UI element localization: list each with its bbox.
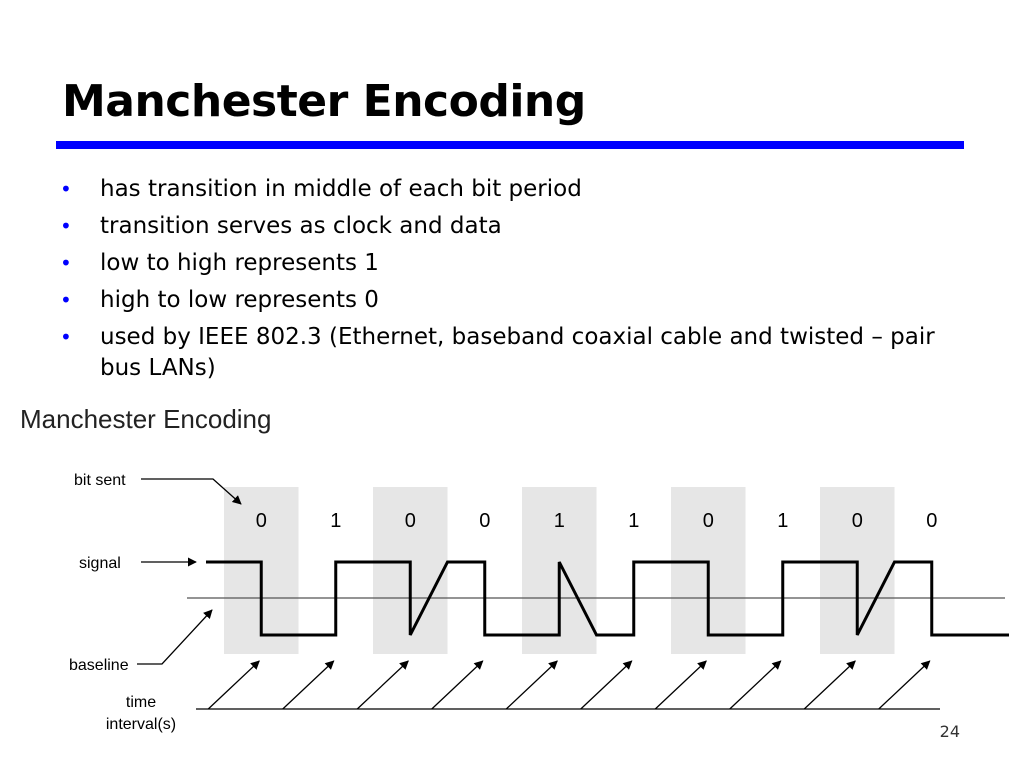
baseline-pointer (137, 609, 213, 665)
time-interval-arrow (878, 660, 931, 710)
bit-sent-pointer (141, 478, 242, 505)
page-number: 24 (939, 722, 960, 741)
signal-label: signal (79, 555, 121, 572)
bit-sent-label: bit sent (74, 472, 126, 489)
bullet-item: • low to high represents 1 (60, 248, 970, 279)
bullet-item: • used by IEEE 802.3 (Ethernet, baseband … (60, 322, 970, 384)
bit-value-label: 0 (405, 510, 416, 532)
slide-title: Manchester Encoding (62, 76, 586, 127)
bullet-item: • has transition in middle of each bit pe… (60, 174, 970, 205)
bullet-dot-icon: • (60, 325, 72, 349)
bullet-item: • transition serves as clock and data (60, 211, 970, 242)
bullet-text: transition serves as clock and data (100, 213, 502, 239)
baseline-label: baseline (69, 657, 129, 674)
bit-value-label: 1 (628, 510, 639, 532)
bit-value-label: 1 (554, 510, 565, 532)
bullet-item: • high to low represents 0 (60, 285, 970, 316)
bit-label-layer: 0 1 0 0 1 1 0 1 0 0 (256, 510, 938, 532)
time-interval-arrow (580, 660, 633, 710)
title-underline (56, 141, 964, 149)
time-interval-label-line2: interval(s) (106, 716, 176, 733)
bullet-text: has transition in middle of each bit per… (100, 176, 582, 202)
bit-value-label: 0 (926, 510, 937, 532)
bullet-dot-icon: • (60, 251, 72, 275)
time-interval-arrow (356, 660, 409, 710)
time-interval-arrow (654, 660, 707, 710)
bit-value-label: 1 (777, 510, 788, 532)
time-interval-arrow (431, 660, 484, 710)
bit-value-label: 1 (330, 510, 341, 532)
bullet-list: • has transition in middle of each bit pe… (60, 174, 970, 390)
bit-value-label: 0 (703, 510, 714, 532)
time-interval-label-line1: time (126, 694, 156, 711)
time-interval-arrow (803, 660, 856, 710)
time-interval-arrows (207, 660, 931, 710)
time-interval-arrow (729, 660, 782, 710)
bullet-dot-icon: • (60, 214, 72, 238)
bit-value-label: 0 (479, 510, 490, 532)
figure-title: Manchester Encoding (20, 404, 272, 434)
time-interval-arrow (505, 660, 558, 710)
time-interval-arrow (207, 660, 260, 710)
bullet-text: used by IEEE 802.3 (Ethernet, baseband c… (100, 324, 935, 381)
bit-value-label: 0 (852, 510, 863, 532)
bullet-dot-icon: • (60, 177, 72, 201)
bullet-dot-icon: • (60, 288, 72, 312)
bit-value-label: 0 (256, 510, 267, 532)
bullet-text: high to low represents 0 (100, 287, 379, 313)
signal-waveform (206, 560, 1009, 637)
bullet-text: low to high represents 1 (100, 250, 379, 276)
time-interval-arrow (282, 660, 335, 710)
